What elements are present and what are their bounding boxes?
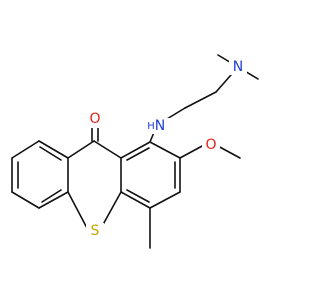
bond-left-double-a — [39, 146, 62, 161]
bond-central-2 — [67, 140, 95, 159]
atom-labels: N N H O O S — [89, 59, 243, 239]
bond-ring-2 — [149, 141, 181, 159]
o-methoxy-bg — [202, 136, 220, 154]
bond-ethylene — [184, 91, 217, 109]
sulfur-label: S — [91, 223, 100, 239]
oxygen-methoxy-label: O — [205, 137, 216, 153]
bond-central-4 — [67, 191, 89, 231]
s-bg — [86, 223, 104, 239]
bond-right-double-c — [126, 189, 150, 203]
bond-ring-5 — [120, 191, 151, 209]
oxygen-carbonyl-label: O — [89, 111, 100, 127]
structure-canvas: N N H O O S — [11, 54, 259, 249]
bond-layer — [11, 54, 259, 249]
bond-central-1 — [93, 140, 122, 159]
atom-label-backgrounds — [86, 59, 247, 239]
bond-left-2 — [11, 140, 40, 159]
bond-ring-4 — [149, 191, 181, 209]
o-carbonyl-bg — [86, 110, 104, 128]
bond-right-double-a — [126, 147, 150, 161]
hydrogen-amine-label: H — [147, 121, 155, 132]
bond-left-5 — [38, 191, 69, 209]
bond-left-4 — [11, 191, 40, 209]
nh-bg — [146, 118, 170, 134]
nitrogen-amine-label: N — [155, 118, 165, 134]
molecule-diagram: N N H O O S — [11, 54, 259, 249]
n-top-bg — [229, 59, 247, 75]
bond-left-1 — [38, 140, 69, 159]
bond-ring-1 — [120, 141, 151, 159]
bond-ring-methoxy — [179, 144, 205, 159]
nitrogen-top-label: N — [233, 59, 243, 75]
bond-left-double-c — [41, 189, 62, 203]
